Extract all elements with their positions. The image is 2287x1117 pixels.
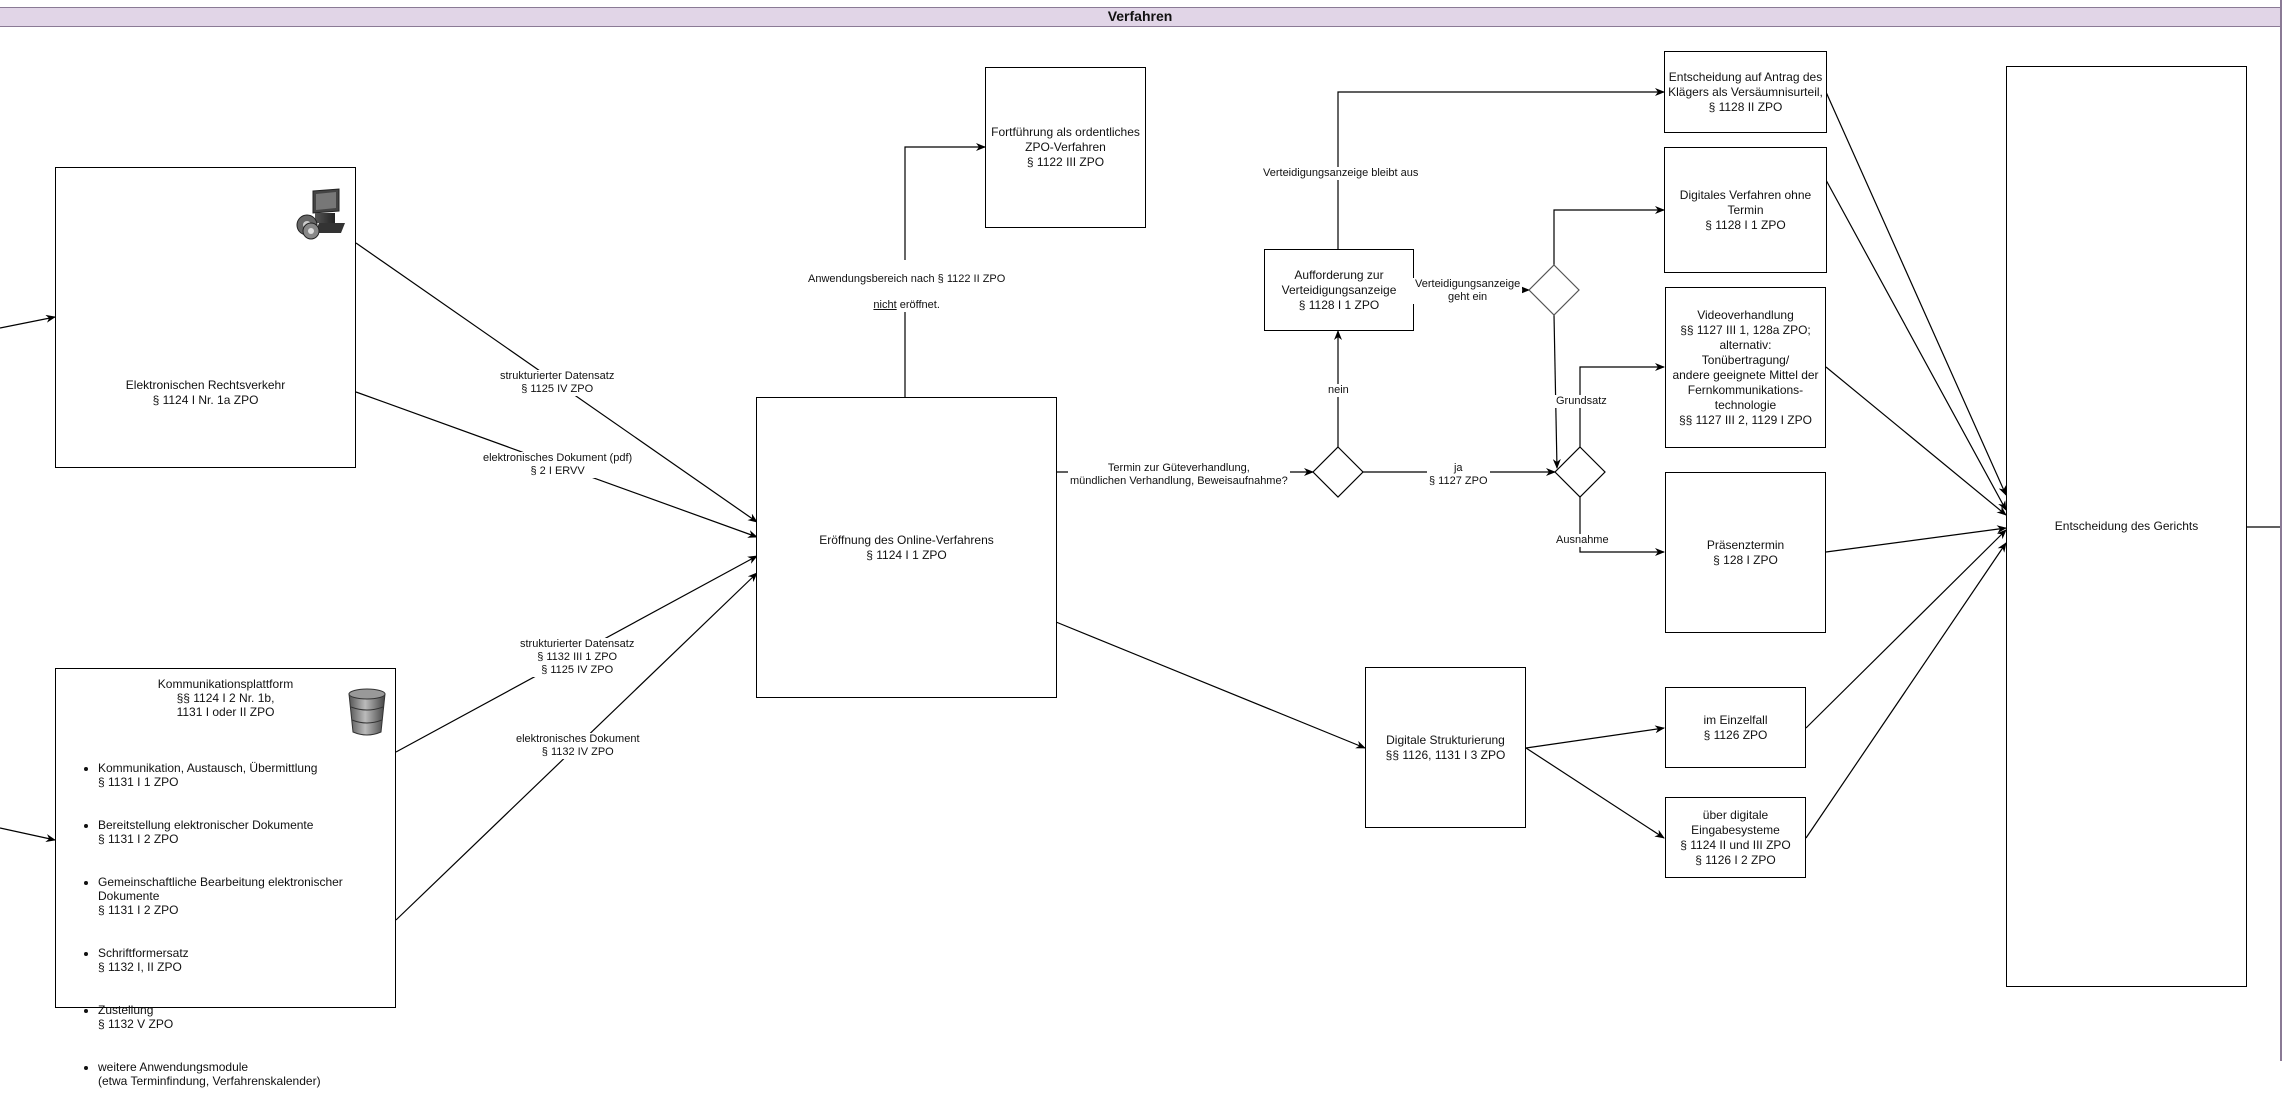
list-item: Kommunikation, Austausch, Übermittlung §… <box>98 761 358 789</box>
edge-praesenz-gericht <box>1825 525 2007 553</box>
edge-strukt-eingabe <box>1525 747 1665 839</box>
edge-label-ausnahme: Ausnahme <box>1554 534 1611 547</box>
edge-grundsatz <box>1579 363 1665 447</box>
edge-label-grundsatz: Grundsatz <box>1554 395 1609 408</box>
node-kommunikationsplattform[interactable]: Kommunikationsplattform §§ 1124 I 2 Nr. … <box>55 668 396 1088</box>
node-label: Fortführung als ordentliches ZPO-Verfahr… <box>991 125 1140 169</box>
edge-bleibt-aus <box>1337 88 1665 249</box>
edge-in-kp <box>0 827 56 842</box>
edge-strukt-einzelfall <box>1525 725 1665 749</box>
lane-header-verfahren: Verfahren <box>0 7 2280 27</box>
node-digitale-strukturierung[interactable]: Digitale Strukturierung §§ 1126, 1131 I … <box>1365 667 1526 828</box>
node-label: Entscheidung des Gerichts <box>2054 519 2199 533</box>
edge-ohnetermin-gericht <box>1825 179 2007 511</box>
lane-border-right <box>2280 0 2282 1061</box>
edge-ausnahme <box>1579 497 1665 556</box>
edge-in-erv <box>0 314 56 329</box>
edge-d2-d3 <box>1552 314 1561 469</box>
edge-label-line: Anwendungsbereich nach § 1122 II ZPO <box>808 273 1006 285</box>
decision-verteidigung[interactable] <box>1528 264 1580 316</box>
list-item: Bereitstellung elektronischer Dokumente … <box>98 818 358 846</box>
list-item: Schriftformersatz § 1132 I, II ZPO <box>98 946 358 974</box>
edge-video-gericht <box>1825 366 2007 516</box>
edge-label-termin-frage: Termin zur Güteverhandlung, mündlichen V… <box>1068 462 1290 488</box>
node-entscheidung-des-gerichts[interactable]: Entscheidung des Gerichts <box>2006 66 2247 987</box>
lane-title: Verfahren <box>1107 8 1173 24</box>
node-label: Elektronischen Rechtsverkehr § 1124 I Nr… <box>125 377 286 407</box>
edge-label-elektronisches-dokument: elektronisches Dokument § 1132 IV ZPO <box>514 733 642 759</box>
edge-label-line: eröffnet. <box>896 299 940 311</box>
node-label: über digitale Eingabesysteme § 1124 II u… <box>1680 807 1791 867</box>
edge-label-strukturierter-datensatz-1: strukturierter Datensatz § 1125 IV ZPO <box>498 370 617 396</box>
list-item: Gemeinschaftliche Bearbeitung elektronis… <box>98 875 358 917</box>
edge-label-pdf: elektronisches Dokument (pdf) § 2 I ERVV <box>481 452 635 478</box>
node-videoverhandlung[interactable]: Videoverhandlung §§ 1127 III 1, 128a ZPO… <box>1665 287 1826 448</box>
edge-label-anwendungsbereich: Anwendungsbereich nach § 1122 II ZPO nic… <box>806 260 1008 312</box>
node-title: Kommunikationsplattform §§ 1124 I 2 Nr. … <box>157 677 294 719</box>
node-label: Digitale Strukturierung §§ 1126, 1131 I … <box>1385 732 1506 762</box>
node-aufforderung-verteidigungsanzeige[interactable]: Aufforderung zur Verteidigungsanzeige § … <box>1264 249 1414 331</box>
node-digitale-eingabesysteme[interactable]: über digitale Eingabesysteme § 1124 II u… <box>1665 797 1806 878</box>
node-label: Videoverhandlung §§ 1127 III 1, 128a ZPO… <box>1672 307 1819 427</box>
computer-icon <box>295 172 347 240</box>
node-praesenztermin[interactable]: Präsenztermin § 128 I ZPO <box>1665 472 1826 633</box>
node-label: Eröffnung des Online-Verfahrens § 1124 I… <box>819 532 994 562</box>
database-icon <box>347 673 387 736</box>
edge-label-bleibt-aus: Verteidigungsanzeige bleibt aus <box>1261 167 1421 180</box>
node-im-einzelfall[interactable]: im Einzelfall § 1126 ZPO <box>1665 687 1806 768</box>
node-eroeffnung-online-verfahren[interactable]: Eröffnung des Online-Verfahrens § 1124 I… <box>756 397 1057 698</box>
edges-layer <box>0 88 2280 921</box>
node-versaeumnisurteil[interactable]: Entscheidung auf Antrag des Klägers als … <box>1664 51 1827 133</box>
decision-modus[interactable] <box>1554 446 1606 498</box>
node-digitales-verfahren-ohne-termin[interactable]: Digitales Verfahren ohne Termin § 1128 I… <box>1664 147 1827 273</box>
decision-termin[interactable] <box>1312 446 1364 498</box>
list-item: weitere Anwendungsmodule (etwa Terminfin… <box>98 1060 358 1088</box>
edge-eingabe-gericht <box>1805 542 2007 839</box>
edge-label-strukturierter-datensatz-2: strukturierter Datensatz § 1132 III 1 ZP… <box>518 638 637 677</box>
edge-eroeffnung-strukturierung <box>1055 621 1366 749</box>
edge-versaeumnis-gericht <box>1825 91 2007 496</box>
node-elektronischer-rechtsverkehr[interactable]: Elektronischen Rechtsverkehr § 1124 I Nr… <box>55 167 356 468</box>
node-fortfuehrung-zpo-verfahren[interactable]: Fortführung als ordentliches ZPO-Verfahr… <box>985 67 1146 228</box>
edge-label-geht-ein: Verteidigungsanzeige geht ein <box>1413 278 1523 304</box>
kp-function-list: Kommunikation, Austausch, Übermittlung §… <box>76 747 358 1117</box>
node-label: Präsenztermin § 128 I ZPO <box>1706 537 1785 567</box>
edge-label-emphasis: nicht <box>873 299 897 311</box>
node-label: Entscheidung auf Antrag des Klägers als … <box>1668 69 1823 114</box>
edge-label-nein: nein <box>1326 384 1351 397</box>
edge-label-ja: ja § 1127 ZPO <box>1427 462 1490 488</box>
edge-eroeffnung-fortfuehrung <box>904 143 986 397</box>
list-item: Zustellung § 1132 V ZPO <box>98 1003 358 1031</box>
node-label: Aufforderung zur Verteidigungsanzeige § … <box>1281 267 1397 312</box>
node-label: Digitales Verfahren ohne Termin § 1128 I… <box>1679 187 1812 232</box>
edge-d2-ohne-termin <box>1553 206 1665 265</box>
node-label: im Einzelfall § 1126 ZPO <box>1703 712 1768 742</box>
edge-einzelfall-gericht <box>1805 529 2007 729</box>
